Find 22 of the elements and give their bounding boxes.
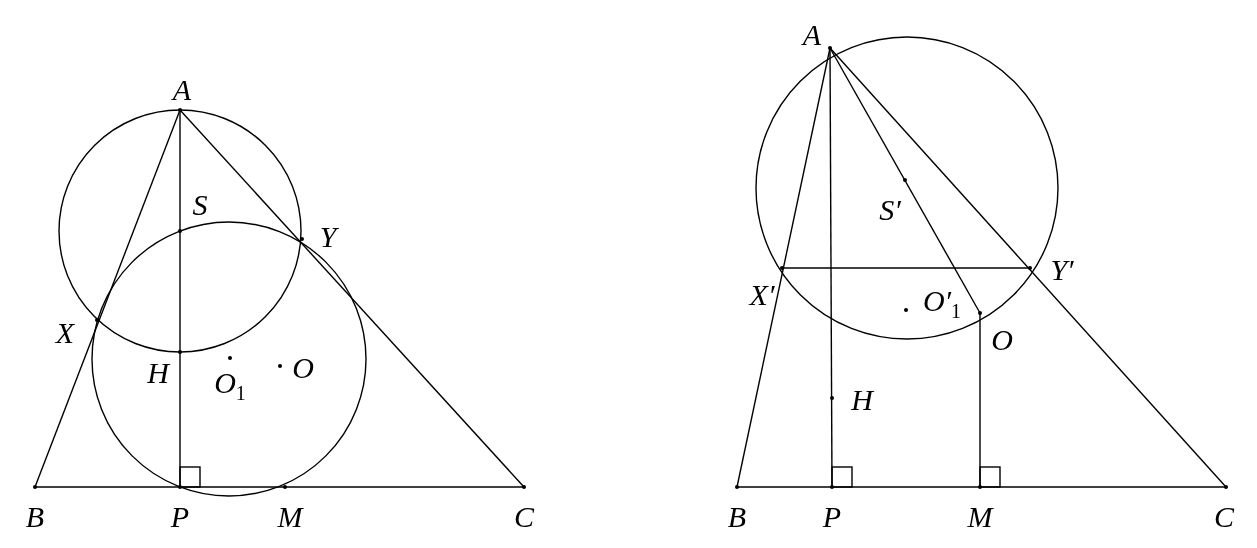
point-label: A	[172, 75, 192, 105]
point-label: O′$_{1}$	[922, 285, 962, 321]
point-label: O$_{1}$	[214, 367, 246, 403]
point-label: O	[991, 325, 1013, 355]
point-label: C	[514, 502, 534, 532]
point-label: H	[147, 358, 169, 388]
point-label: X	[55, 318, 75, 348]
point-label: H	[851, 385, 873, 415]
point-label: X′	[749, 280, 775, 310]
point-label: S′	[879, 195, 901, 225]
point-label: B	[25, 502, 45, 532]
point-label: C	[1214, 502, 1234, 532]
point-label: Y′	[1050, 255, 1074, 285]
point-label: P	[822, 502, 842, 532]
point-label: O	[292, 353, 314, 383]
point-label: M	[967, 502, 993, 532]
point-label: A	[802, 20, 822, 50]
point-label: Y	[319, 222, 337, 252]
point-label: P	[170, 502, 190, 532]
point-label: S	[192, 190, 208, 220]
point-label: B	[727, 502, 747, 532]
point-label: M	[277, 502, 303, 532]
